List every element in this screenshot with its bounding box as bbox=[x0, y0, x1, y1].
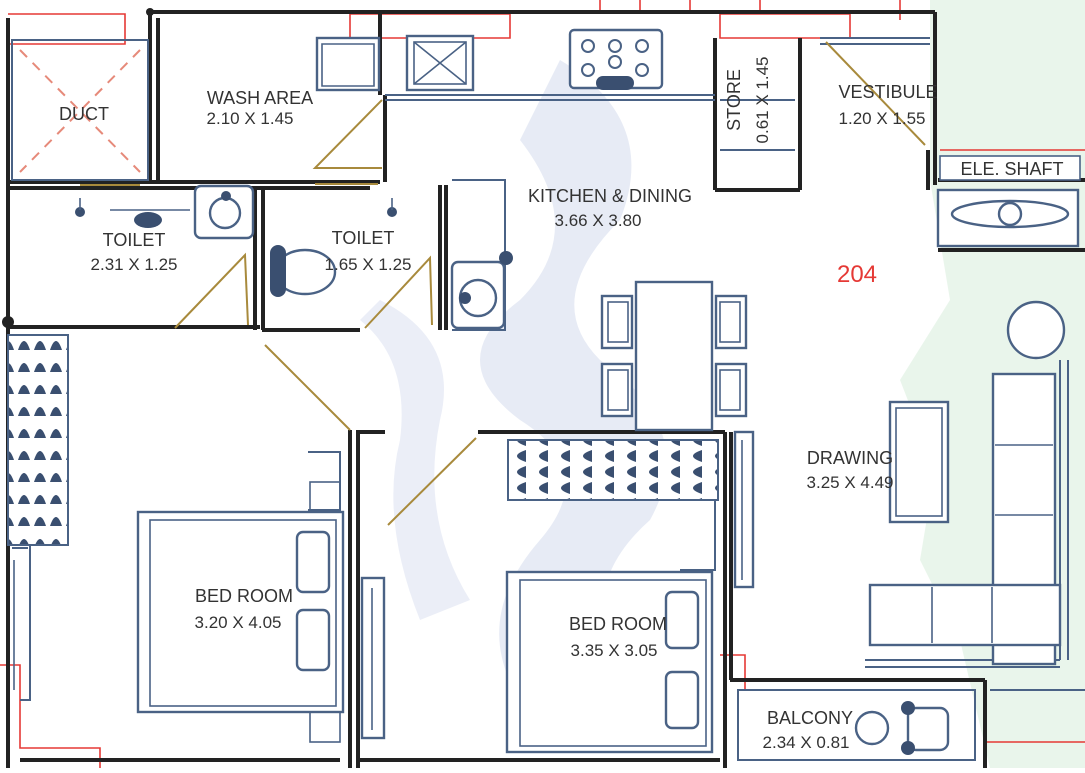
walls bbox=[6, 10, 1085, 768]
unit-number: 204 bbox=[837, 261, 877, 288]
wardrobe-icon bbox=[7, 334, 755, 740]
wash-area-dims: 2.10 X 1.45 bbox=[207, 109, 294, 128]
balcony-label: BALCONY bbox=[767, 708, 853, 728]
bed-room-2-label: BED ROOM bbox=[569, 614, 667, 634]
drawing-label: DRAWING bbox=[807, 448, 893, 468]
vestibule-dims: 1.20 X 1.55 bbox=[839, 109, 926, 128]
toilet-2-dims: 1.65 X 1.25 bbox=[325, 255, 412, 274]
bed-room-1-dims: 3.20 X 4.05 bbox=[195, 613, 282, 632]
lift-shaft bbox=[939, 149, 1085, 181]
sofa-icon bbox=[868, 188, 1080, 666]
store-dims: 0.61 X 1.45 bbox=[753, 57, 772, 144]
sink-icon bbox=[405, 34, 475, 92]
dining-table-icon bbox=[600, 280, 748, 432]
stove-icon bbox=[568, 28, 664, 90]
balcony-dims: 2.34 X 0.81 bbox=[763, 733, 850, 752]
toilet-wc-icon bbox=[75, 198, 397, 297]
duct-label: DUCT bbox=[59, 104, 109, 124]
bed-icon bbox=[505, 570, 714, 754]
store-label: STORE bbox=[724, 69, 744, 131]
kitchen-dining-label: KITCHEN & DINING bbox=[528, 186, 692, 206]
drawing-dims: 3.25 X 4.49 bbox=[807, 473, 894, 492]
toilet-2-label: TOILET bbox=[332, 228, 395, 248]
washbasin-icon bbox=[193, 184, 513, 330]
door-swing-icon bbox=[80, 41, 926, 526]
column-marker bbox=[2, 316, 14, 328]
room-labels: DUCT WASH AREA 2.10 X 1.45 TOILET 2.31 X… bbox=[59, 57, 1064, 752]
bed-room-2-dims: 3.35 X 3.05 bbox=[571, 641, 658, 660]
wash-area-fixtures bbox=[315, 36, 381, 92]
bed-icon bbox=[136, 481, 345, 743]
lift-shaft-label: ELE. SHAFT bbox=[960, 159, 1063, 179]
column-marker bbox=[146, 8, 154, 16]
toilet-1-dims: 2.31 X 1.25 bbox=[91, 255, 178, 274]
wash-area-label: WASH AREA bbox=[207, 88, 313, 108]
toilet-1-label: TOILET bbox=[103, 230, 166, 250]
duct-cross-icon bbox=[11, 39, 149, 181]
balcony-chairs bbox=[854, 701, 950, 755]
vestibule-label: VESTIBULE bbox=[838, 82, 937, 102]
bed-room-1-label: BED ROOM bbox=[195, 586, 293, 606]
kitchen-dining-dims: 3.66 X 3.80 bbox=[555, 211, 642, 230]
